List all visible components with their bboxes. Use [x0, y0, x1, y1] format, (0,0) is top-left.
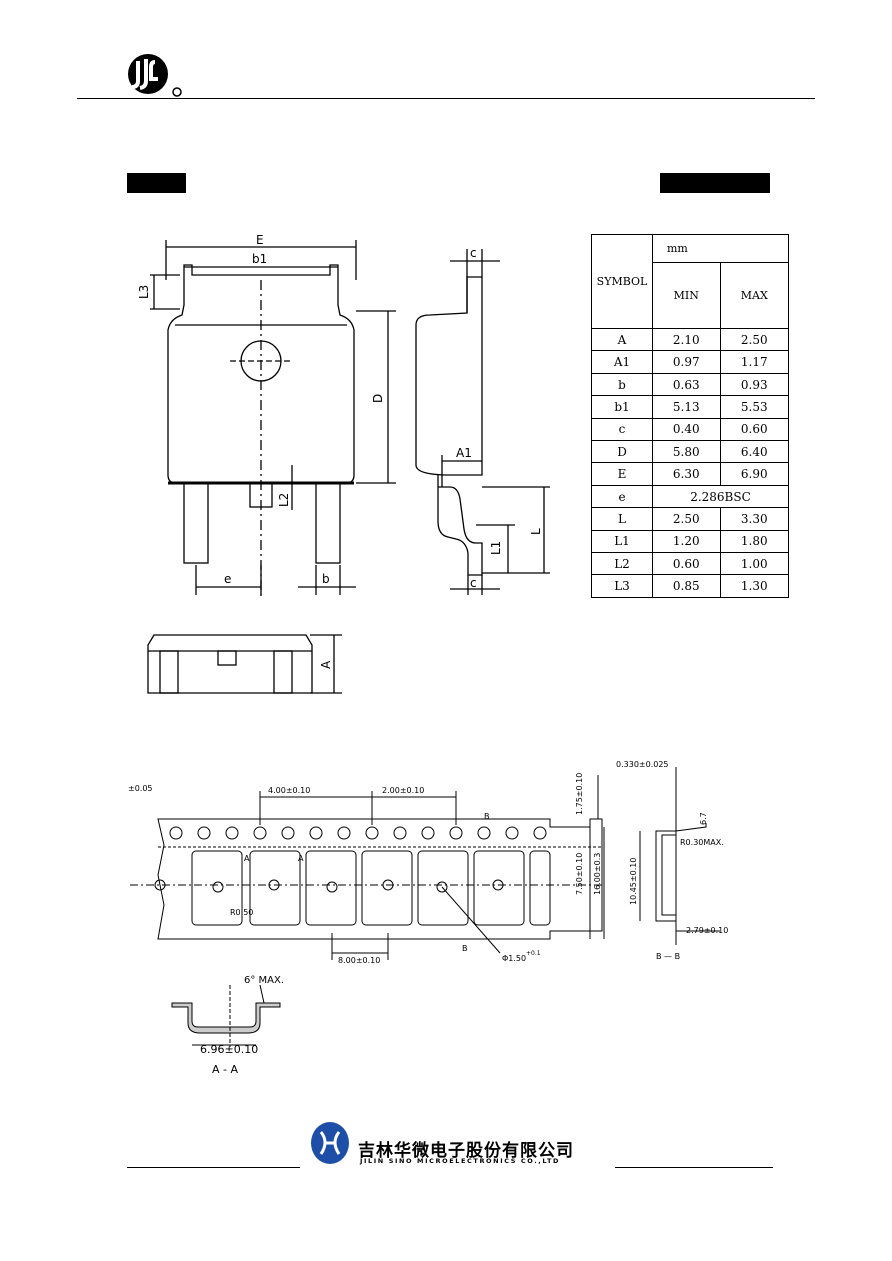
tape-tol-left: ±0.05 — [128, 784, 153, 793]
section-label-bar-left — [127, 173, 186, 193]
dim-label-b: b — [322, 572, 330, 586]
tape-hole-dia: Φ1.50 — [502, 954, 526, 963]
tape-cavity-h: 10.45±0.10 — [629, 858, 638, 905]
dim-label-L2: L2 — [277, 493, 291, 507]
tape-r-label: R0.50 — [230, 908, 253, 917]
tape-pitch-right: 2.00±0.10 — [382, 786, 424, 795]
dim-label-b1: b1 — [252, 252, 267, 266]
section-aa-angle: 6° MAX. — [244, 975, 284, 986]
max-header: MAX — [719, 262, 790, 329]
dim-label-e: e — [224, 572, 231, 586]
tape-pocket-pitch: 8.00±0.10 — [338, 956, 380, 965]
tape-label-B: B — [484, 812, 490, 821]
min-header: MIN — [652, 262, 721, 329]
dim-label-A: A — [319, 660, 333, 669]
tape-pitch-top: 4.00±0.10 — [268, 786, 310, 795]
company-name-en: JILIN SINO MICROELECTRONICS CO.,LTD — [360, 1157, 561, 1165]
symbol-header: SYMBOL — [591, 234, 653, 329]
sino-microelectronics-logo-icon — [311, 1122, 349, 1164]
dim-label-L1: L1 — [489, 541, 503, 555]
tape-hole-tol: +0.1 — [526, 950, 541, 957]
section-aa-cavity-w: 6.96±0.10 — [200, 1043, 258, 1056]
tape-cavity-d: 2.79±0.10 — [686, 926, 728, 935]
footer-rule-left — [127, 1167, 300, 1168]
tape-width2: 16.00±0.3 — [593, 853, 602, 895]
tape-label-A-right: A — [298, 854, 304, 863]
carrier-tape-drawing: ±0.05 4.00±0.10 2.00±0.10 B A A R0.50 8.… — [128, 760, 728, 1076]
package-outline-drawing: E b1 L3 D L2 e b c A1 L L1 c A — [137, 233, 550, 694]
company-name-cn: 吉林华微电子股份有限公司 — [358, 1141, 574, 1161]
tape-label-B-lower: B — [462, 944, 468, 953]
tape-angle-small: 6.7 — [699, 812, 708, 825]
tape-width1: 7.50±0.10 — [575, 853, 584, 895]
section-aa-label: A - A — [212, 1063, 238, 1076]
footer-rule-right — [615, 1167, 773, 1168]
unit-header: mm — [652, 234, 789, 263]
dim-label-c-bottom: c — [470, 576, 477, 590]
header-rule — [77, 98, 815, 99]
dim-label-D: D — [371, 394, 385, 403]
dim-label-E: E — [256, 233, 264, 247]
section-label-bar-right — [660, 173, 770, 193]
tape-thickness: 0.330±0.025 — [616, 760, 669, 769]
section-bb-label: B — B — [656, 952, 680, 961]
tape-depth-note: R0.30MAX. — [680, 838, 724, 847]
dim-label-L3: L3 — [137, 285, 151, 299]
dim-label-c-top: c — [470, 246, 477, 260]
tape-edge-dist: 1.75±0.10 — [575, 773, 584, 815]
tape-label-A-left: A — [244, 854, 250, 863]
jsm-logo-icon — [128, 54, 182, 97]
dim-label-L: L — [529, 528, 543, 535]
dim-label-A1: A1 — [456, 446, 472, 460]
